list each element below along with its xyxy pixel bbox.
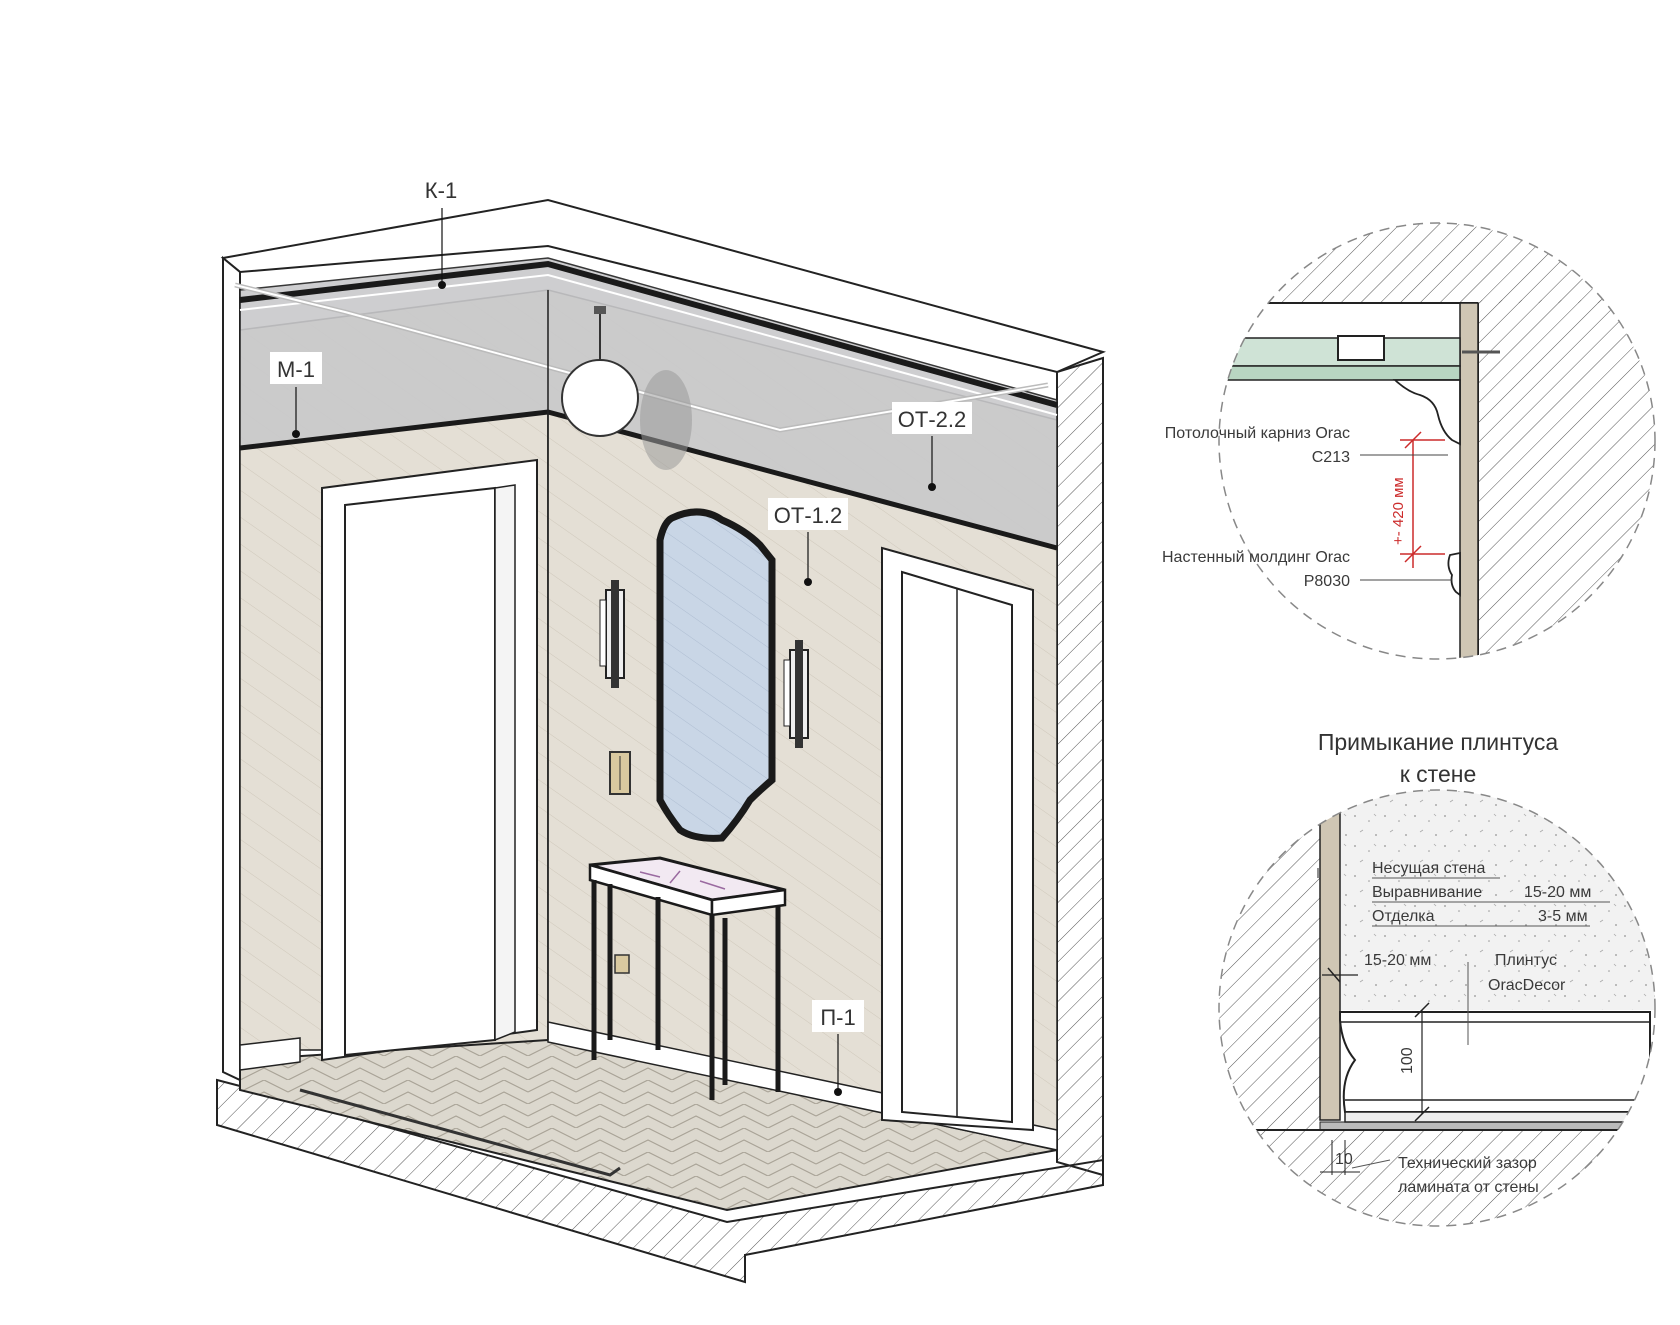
gap-10: 10 xyxy=(1335,1151,1353,1168)
room-label-ot22: ОТ-2.2 xyxy=(892,402,972,491)
height-dimension: 100 xyxy=(1399,1047,1416,1074)
cornice-label-1: Потолочный карниз Orac xyxy=(1165,425,1350,442)
gap-dimension: 15-20 мм xyxy=(1364,952,1431,969)
room-isometric xyxy=(216,198,1107,1284)
console-table xyxy=(588,856,787,1100)
skirting-title-2: к стене xyxy=(1400,761,1477,787)
power-outlet xyxy=(614,954,630,974)
molding-label-2: P8030 xyxy=(1304,573,1350,590)
layer-bearing-wall: Несущая стена xyxy=(1372,860,1486,877)
wall-sconce-left xyxy=(599,580,625,688)
layer-finish: Отделка xyxy=(1372,908,1435,925)
skirting-label-2: OracDecor xyxy=(1488,977,1566,994)
tech-gap-label-2: ламината от стены xyxy=(1398,1179,1539,1196)
label-m1: М-1 xyxy=(277,357,315,382)
pendant-lamp xyxy=(561,306,692,470)
dimension-420: +- 420 мм xyxy=(1390,477,1407,545)
label-ot22: ОТ-2.2 xyxy=(898,407,966,432)
room-label-k1: К-1 xyxy=(425,178,457,289)
skirting-label-1: Плинтус xyxy=(1495,952,1557,969)
layer-leveling: Выравнивание xyxy=(1372,884,1482,901)
skirting-title-1: Примыкание плинтуса xyxy=(1318,729,1559,755)
molding-label-1: Настенный молдинг Orac xyxy=(1162,549,1350,566)
tech-gap-label-1: Технический зазор xyxy=(1398,1155,1537,1172)
wall-sconce-right xyxy=(783,640,809,748)
room-label-p1: П-1 xyxy=(812,1000,864,1096)
mirror xyxy=(656,508,776,842)
room-label-ot12: ОТ-1.2 xyxy=(768,498,848,586)
cornice-label-2: C213 xyxy=(1312,449,1350,466)
label-k1: К-1 xyxy=(425,178,457,203)
layer-leveling-value: 15-20 мм xyxy=(1524,884,1591,901)
label-ot12: ОТ-1.2 xyxy=(774,503,842,528)
detail-skirting: Примыкание плинтуса к стене Нес xyxy=(1218,729,1656,1227)
layer-finish-value: 3-5 мм xyxy=(1538,908,1588,925)
label-p1: П-1 xyxy=(820,1005,855,1030)
detail-cornice: +- 420 мм Потолочный карниз Orac C213 На… xyxy=(1162,222,1656,660)
room-label-m1: М-1 xyxy=(270,352,322,438)
